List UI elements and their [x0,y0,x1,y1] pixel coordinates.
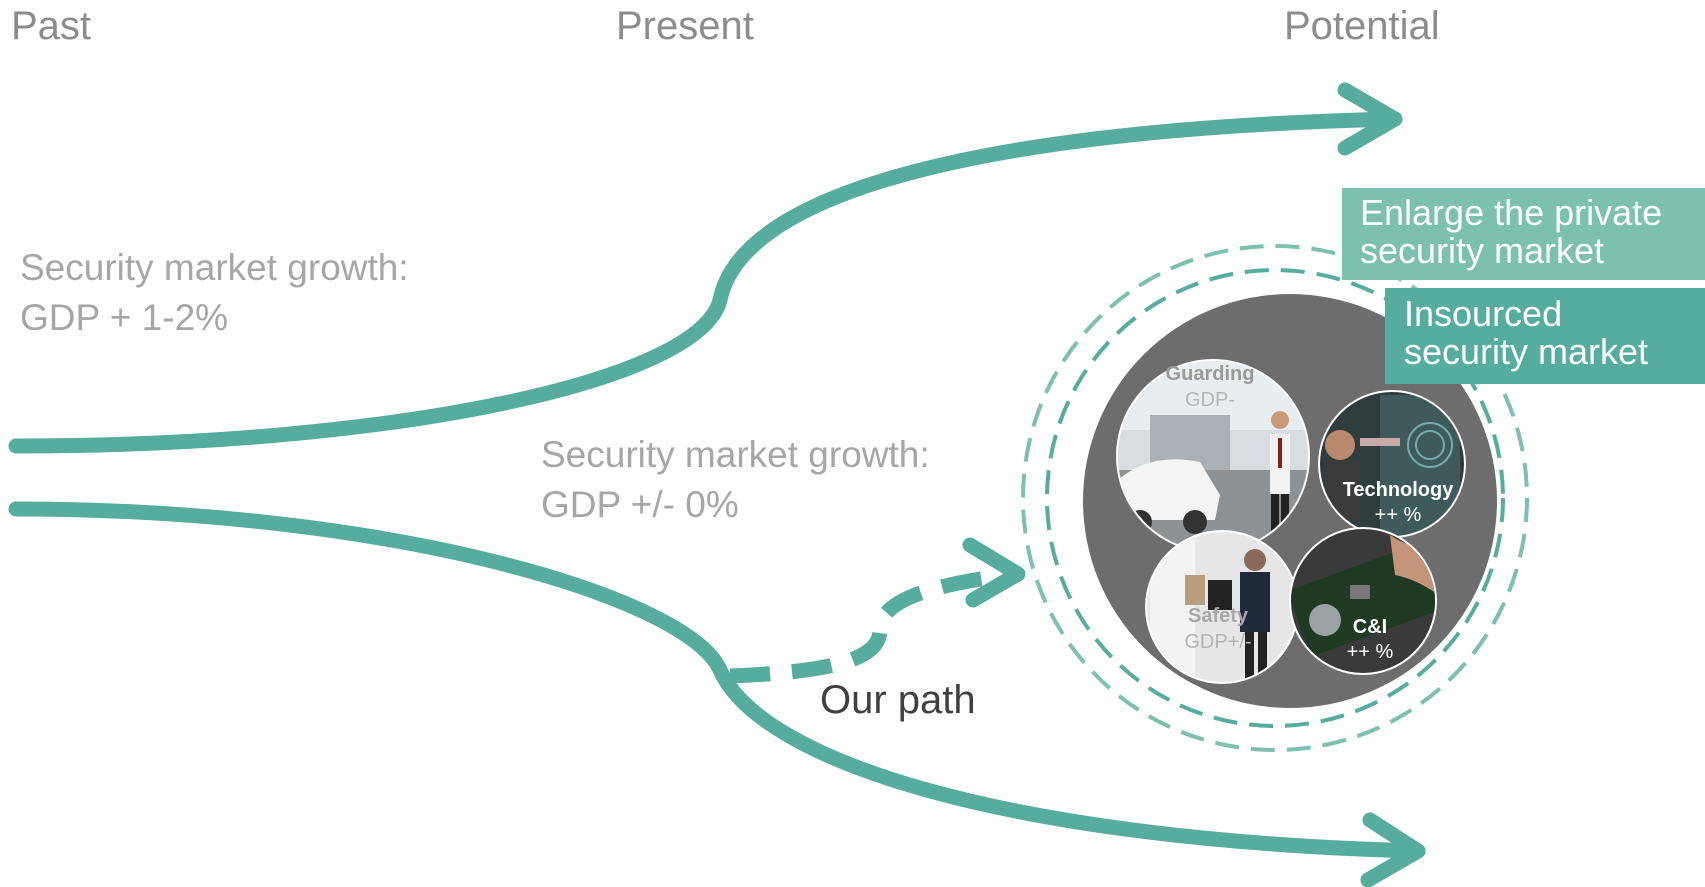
middle-growth-line2: GDP +/- 0% [541,484,739,525]
technology-rate: ++ % [1375,504,1422,526]
upper-growth-arrow [8,111,1403,454]
enlarge-market-line2: security market [1360,230,1605,271]
insourced-market-line2: security market [1404,331,1649,372]
middle-growth-text: Security market growth: GDP +/- 0% [541,430,930,530]
upper-growth-line1: Security market growth: [20,247,409,288]
header-potential: Potential [1284,4,1440,48]
our-path-dashed-arrow [729,566,1016,684]
safety-label: Safety [1188,605,1249,627]
guarding-rate: GDP- [1185,389,1235,411]
technology-label: Technology [1343,479,1455,501]
lower-arrowhead [1360,812,1426,887]
ci-label: C&I [1353,616,1387,638]
lower-decline-arrow [8,501,1426,859]
outer-dashed-ring [1021,244,1529,752]
enlarge-market-box: Enlarge the private security market [1342,188,1705,280]
header-past: Past [11,4,92,48]
inner-dashed-ring [1045,268,1505,728]
our-path-label: Our path [820,678,976,722]
enlarge-market-line1: Enlarge the private [1360,192,1663,233]
guarding-label: Guarding [1166,363,1255,385]
ci-rate: ++ % [1347,641,1394,663]
middle-growth-line1: Security market growth: [541,434,930,475]
ci-segment: C&I ++ % [1289,527,1437,675]
insourced-market-line1: Insourced [1404,293,1563,334]
safety-rate: GDP+/- [1184,631,1251,653]
upper-growth-line2: GDP + 1-2% [20,297,229,338]
our-path-arrowhead [962,537,1026,608]
header-present: Present [616,4,754,48]
insourced-market-box: Insourced security market [1385,288,1705,384]
upper-arrowhead [1337,82,1403,156]
upper-growth-text: Security market growth: GDP + 1-2% [20,243,409,343]
technology-segment: Technology ++ % [1318,390,1466,538]
safety-segment: Safety GDP+/- [1145,530,1299,684]
